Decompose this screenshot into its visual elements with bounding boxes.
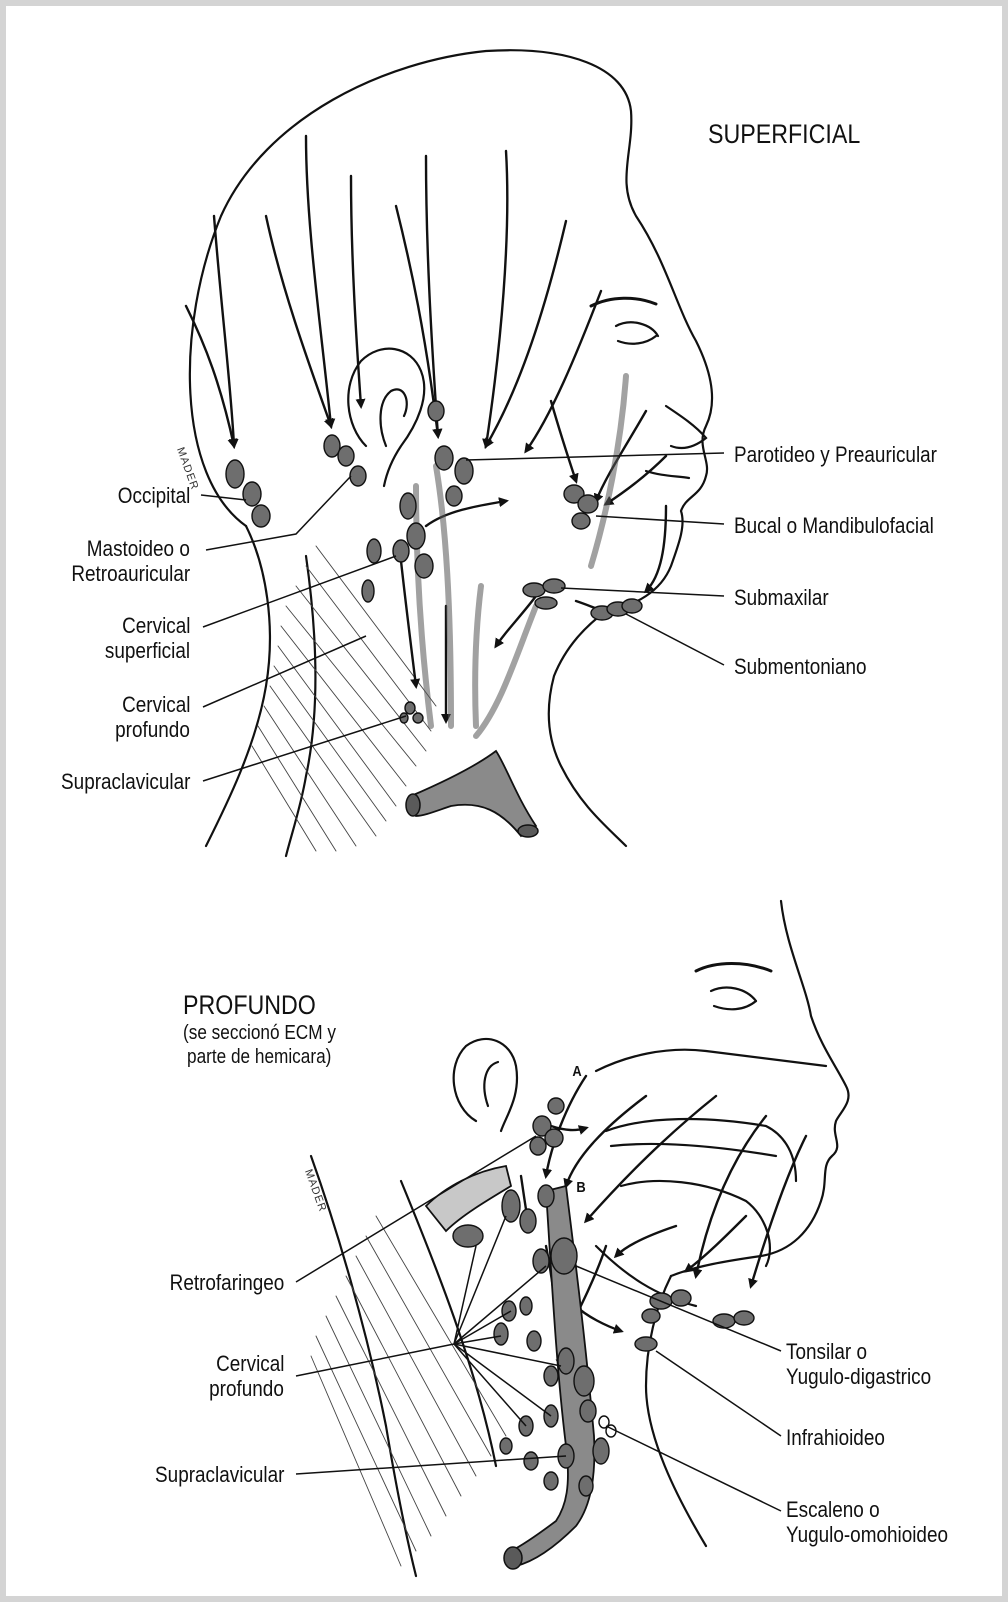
label-mastoideo-line1: Mastoideo o — [87, 536, 190, 561]
label-supraclavicular-superficial: Supraclavicular — [61, 769, 190, 794]
profundo-cut-muscle — [426, 1166, 511, 1231]
profundo-lymph-nodes — [453, 1098, 754, 1496]
superficial-leader-lines — [201, 453, 724, 781]
profundo-head-drawing — [311, 901, 849, 1576]
superficial-neck-back — [206, 526, 270, 846]
superficial-subclavian-vein — [411, 751, 536, 836]
label-parotideo: Parotideo y Preauricular — [734, 442, 937, 467]
profundo-brow — [696, 964, 771, 972]
superficial-jaw — [549, 611, 626, 846]
profundo-subtitle-line2: parte de hemicara) — [187, 1046, 331, 1069]
figure-canvas: MADER MADER A B SUPERFICIAL Occipital Ma… — [6, 6, 1002, 1596]
label-supraclavicular-deep: Supraclavicular — [155, 1462, 284, 1487]
superficial-title: SUPERFICIAL — [708, 119, 860, 149]
profundo-title: PROFUNDO — [183, 990, 316, 1020]
label-submaxilar: Submaxilar — [734, 585, 829, 610]
superficial-nose — [666, 406, 706, 448]
label-tonsilar-line2: Yugulo-digastrico — [786, 1364, 931, 1389]
label-cervical-superficial-line2: superficial — [105, 638, 190, 663]
label-cervical-profundo-deep-line1: Cervical — [216, 1351, 284, 1376]
marker-a: A — [571, 1060, 583, 1083]
profundo-subtitle-line1: (se seccionó ECM y — [183, 1022, 336, 1045]
label-bucal: Bucal o Mandibulofacial — [734, 513, 934, 538]
label-cervical-superficial-line1: Cervical — [122, 613, 190, 638]
label-cervical-profundo-line2: profundo — [115, 717, 190, 742]
label-mastoideo-line2: Retroauricular — [71, 561, 190, 586]
label-cervical-profundo-line1: Cervical — [122, 692, 190, 717]
superficial-eye — [616, 322, 658, 336]
profundo-eye — [711, 988, 756, 1001]
label-occipital: Occipital — [117, 483, 190, 508]
label-infrahioideo: Infrahioideo — [786, 1425, 885, 1450]
label-tonsilar-line1: Tonsilar o — [786, 1339, 867, 1364]
label-submentoniano: Submentoniano — [734, 654, 867, 679]
profundo-face-outline — [671, 901, 849, 1276]
label-cervical-profundo-deep-line2: profundo — [209, 1376, 284, 1401]
superficial-lymph-nodes — [226, 401, 642, 723]
superficial-brow — [591, 298, 656, 306]
superficial-mouth — [646, 471, 689, 478]
superficial-head-outline — [190, 50, 712, 611]
marker-b: B — [575, 1176, 587, 1199]
label-escaleno-line1: Escaleno o — [786, 1497, 880, 1522]
label-retrofaringeo: Retrofaringeo — [169, 1270, 284, 1295]
label-escaleno-line2: Yugulo-omohioideo — [786, 1522, 948, 1547]
